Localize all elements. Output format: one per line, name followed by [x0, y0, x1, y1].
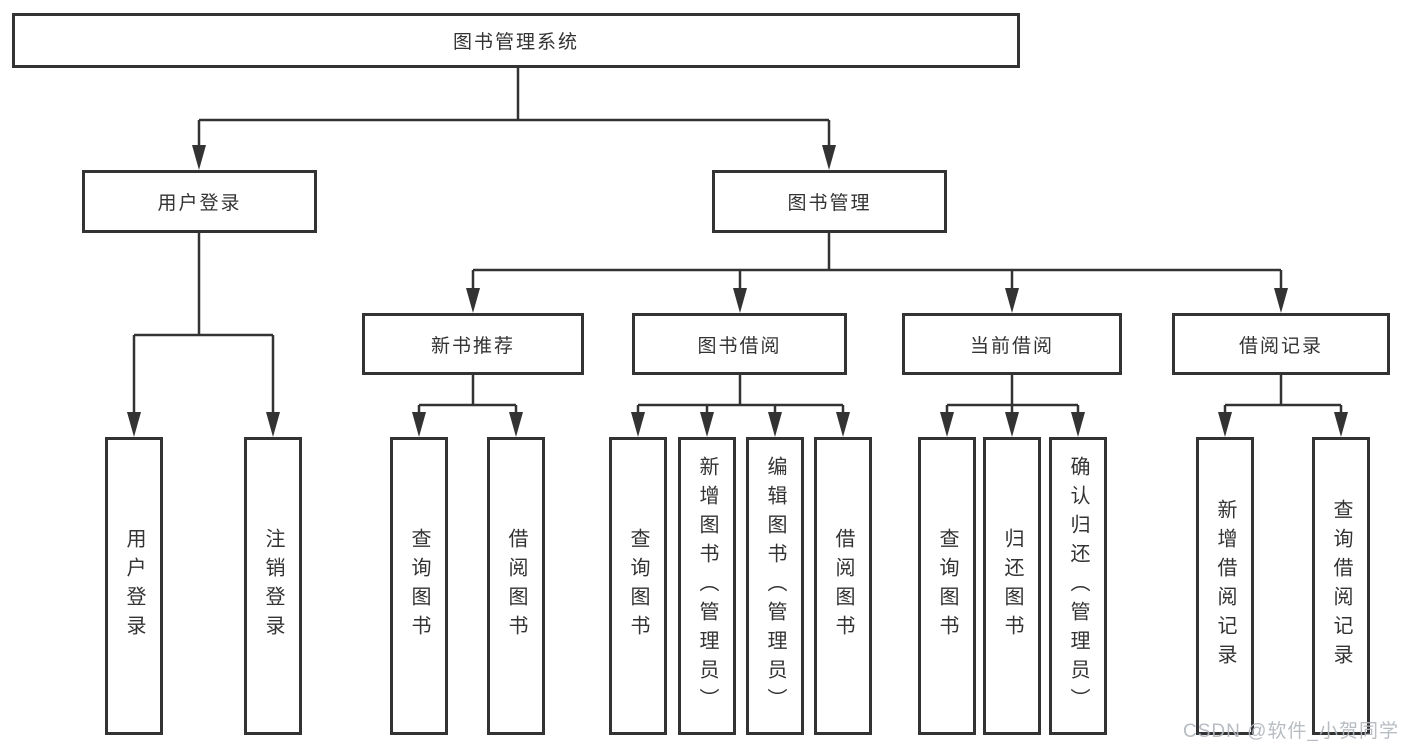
node-new-book-recommendation: 新书推荐 [362, 313, 584, 375]
leaf-return-books: 归还图书 [983, 437, 1041, 735]
leaf-user-login: 用户登录 [105, 437, 163, 735]
node-user-login: 用户登录 [82, 170, 317, 233]
node-label: 查询借阅记录 [1330, 499, 1352, 673]
leaf-logout: 注销登录 [244, 437, 302, 735]
node-label: 用户登录 [123, 528, 145, 644]
watermark: CSDN @软件_小贺同学 [1183, 721, 1399, 742]
leaf-add-book-admin: 新增图书（管理员） [678, 437, 736, 735]
node-label: 图书管理系统 [452, 32, 579, 53]
node-label: 新书推荐 [430, 335, 515, 357]
node-library-system: 图书管理系统 [12, 13, 1020, 68]
node-label: 查询图书 [936, 528, 958, 644]
tree-edges [132, 68, 1343, 417]
node-label: 新增图书（管理员） [696, 455, 718, 717]
node-label: 确认归还（管理员） [1067, 455, 1089, 717]
arrowhead-icons [127, 145, 1348, 437]
leaf-confirm-return-admin: 确认归还（管理员） [1049, 437, 1107, 735]
node-label: 注销登录 [262, 528, 284, 644]
node-label: 用户登录 [157, 193, 242, 214]
node-label: 图书借阅 [697, 335, 782, 357]
node-label: 当前借阅 [969, 335, 1054, 357]
leaf-add-borrow-record: 新增借阅记录 [1196, 437, 1254, 735]
node-current-borrowing: 当前借阅 [902, 313, 1122, 375]
node-label: 归还图书 [1001, 528, 1023, 644]
leaf-borrow-books: 借阅图书 [814, 437, 872, 735]
node-label: 查询图书 [627, 528, 649, 644]
node-book-borrowing: 图书借阅 [632, 313, 847, 375]
leaf-query-books-current: 查询图书 [918, 437, 976, 735]
node-label: 查询图书 [408, 528, 430, 644]
node-book-management: 图书管理 [712, 170, 947, 233]
node-borrowing-records: 借阅记录 [1172, 313, 1390, 375]
node-label: 编辑图书（管理员） [764, 455, 786, 717]
leaf-query-books-borrow: 查询图书 [609, 437, 667, 735]
node-label: 借阅图书 [832, 528, 854, 644]
node-label: 新增借阅记录 [1214, 499, 1236, 673]
leaf-query-borrow-record: 查询借阅记录 [1312, 437, 1370, 735]
node-label: 图书管理 [787, 193, 872, 214]
node-label: 借阅记录 [1238, 335, 1323, 357]
leaf-query-books-recommend: 查询图书 [390, 437, 448, 735]
leaf-edit-book-admin: 编辑图书（管理员） [746, 437, 804, 735]
node-label: 借阅图书 [505, 528, 527, 644]
leaf-borrow-books-recommend: 借阅图书 [487, 437, 545, 735]
